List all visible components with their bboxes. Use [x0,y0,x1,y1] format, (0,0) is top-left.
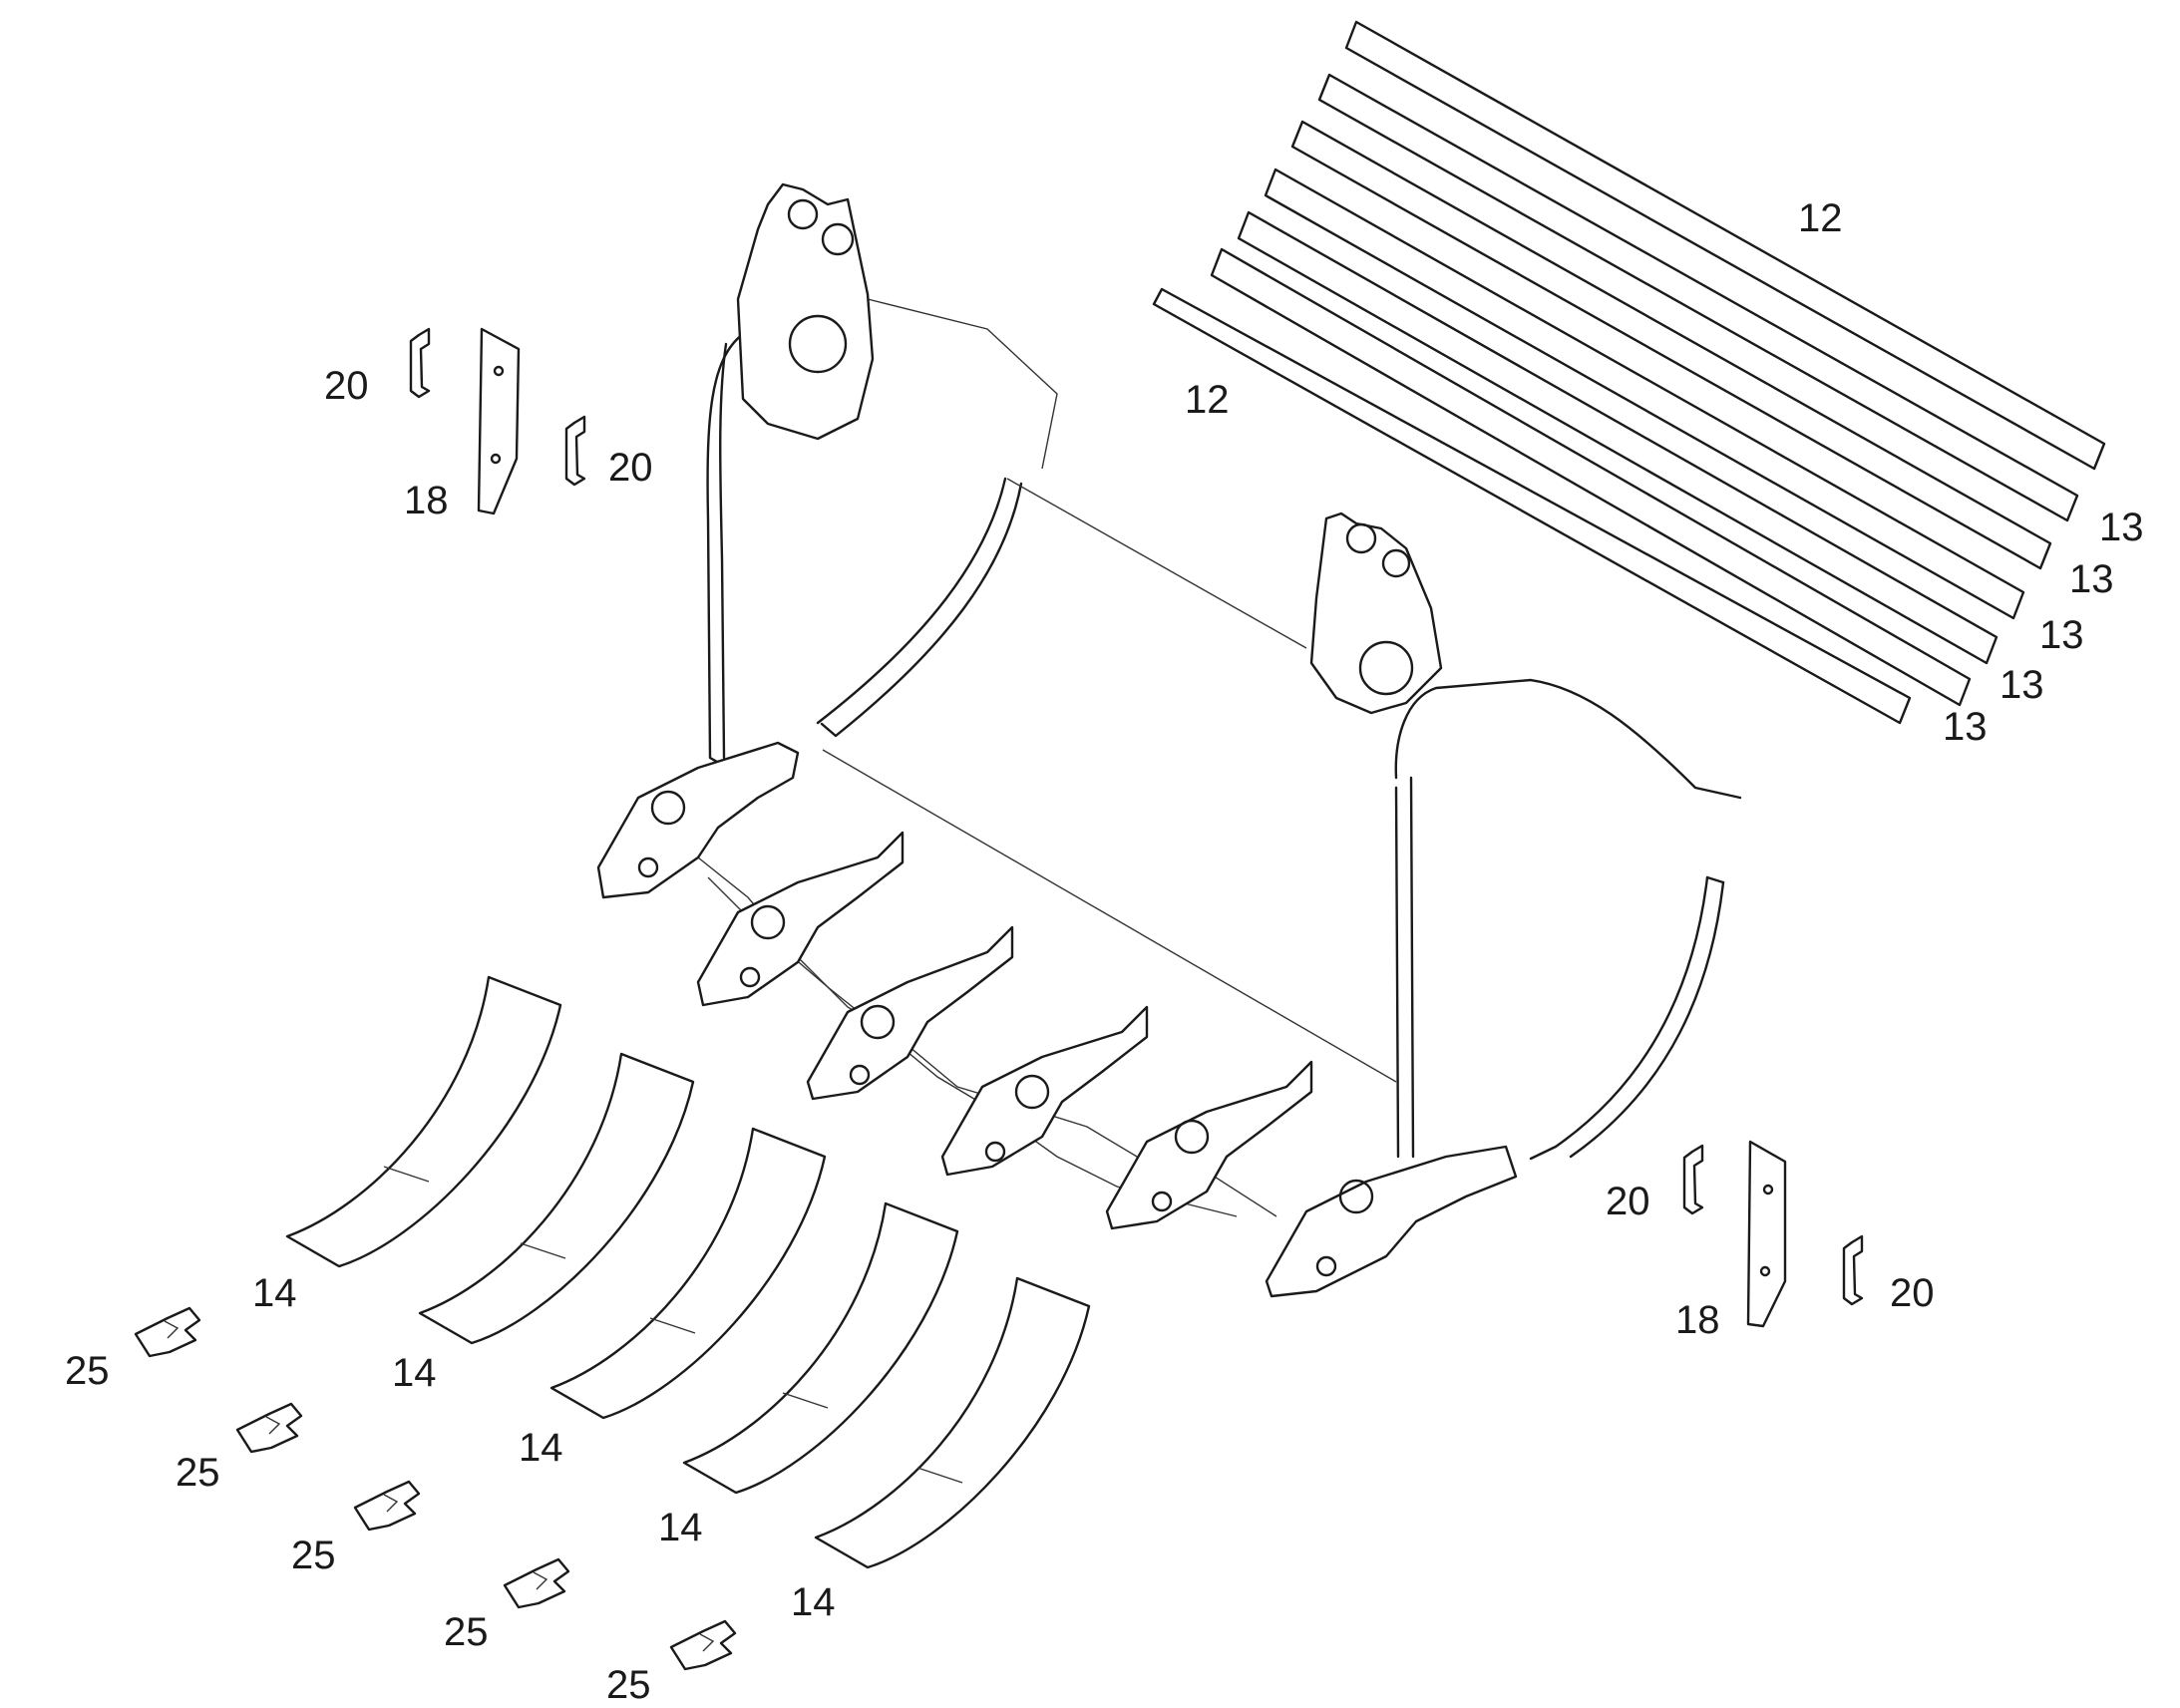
callout-14: 14 [252,1271,297,1315]
callout-14: 14 [519,1426,563,1470]
wear-plate-set [285,975,1091,1569]
retainer-clip [235,1402,303,1454]
callout-12: 12 [1185,378,1230,422]
wear-strip [1317,73,2079,522]
callout-25: 25 [444,1610,489,1654]
clip-left-lower [564,415,586,487]
retainer-clip [503,1557,570,1609]
wear-plate [549,1127,827,1420]
side-plate-left [477,327,521,515]
callout-13: 13 [2039,613,2084,657]
wear-plate [418,1052,695,1345]
wear-strip-set [1152,20,2106,725]
callout-14: 14 [658,1506,703,1549]
wear-strip [1152,287,1912,725]
clip-right-upper [1682,1144,1704,1215]
tooth-adapter [806,925,1014,1101]
callout-14: 14 [392,1351,437,1395]
callout-20: 20 [608,446,653,490]
wear-strip [1237,210,1998,665]
wear-plate [814,1276,1091,1569]
callout-20: 20 [324,364,369,408]
wear-strip [1344,20,2106,471]
tooth-adapter [696,831,905,1007]
clip-left-upper [409,327,431,399]
callout-13: 13 [2099,506,2144,549]
callout-25: 25 [176,1451,220,1495]
bucket-body [706,182,1742,1161]
tooth-adapter [596,741,800,899]
callout-25: 25 [65,1349,110,1393]
callout-20: 20 [1606,1180,1650,1223]
callout-13: 13 [1943,705,1988,749]
clip-right-lower [1842,1234,1864,1306]
callout-18: 18 [1675,1298,1720,1342]
retainer-clip [669,1619,737,1671]
retainer-clip-set [134,1306,737,1671]
wear-strip [1264,168,2025,620]
tooth-adapter [940,1005,1149,1177]
callout-13: 13 [2069,557,2114,601]
tooth-adapter [1265,1145,1518,1298]
wear-strip [1210,247,1972,707]
callout-25: 25 [291,1534,336,1577]
tooth-adapter [1105,1060,1313,1230]
wear-strip [1290,120,2052,570]
retainer-clip [134,1306,201,1358]
callout-13: 13 [1999,663,2044,707]
callout-12: 12 [1798,196,1843,240]
tooth-adapter-row [596,741,1518,1298]
callout-25: 25 [606,1663,651,1707]
callout-labels: 12 12 13 13 13 13 13 14 14 14 14 14 18 1… [65,196,2144,1707]
wear-plate [682,1201,959,1495]
wear-plate [285,975,562,1268]
callout-20: 20 [1890,1271,1935,1315]
callout-18: 18 [404,479,449,522]
callout-14: 14 [791,1580,836,1624]
side-plate-right [1746,1140,1787,1328]
retainer-clip [353,1480,421,1532]
